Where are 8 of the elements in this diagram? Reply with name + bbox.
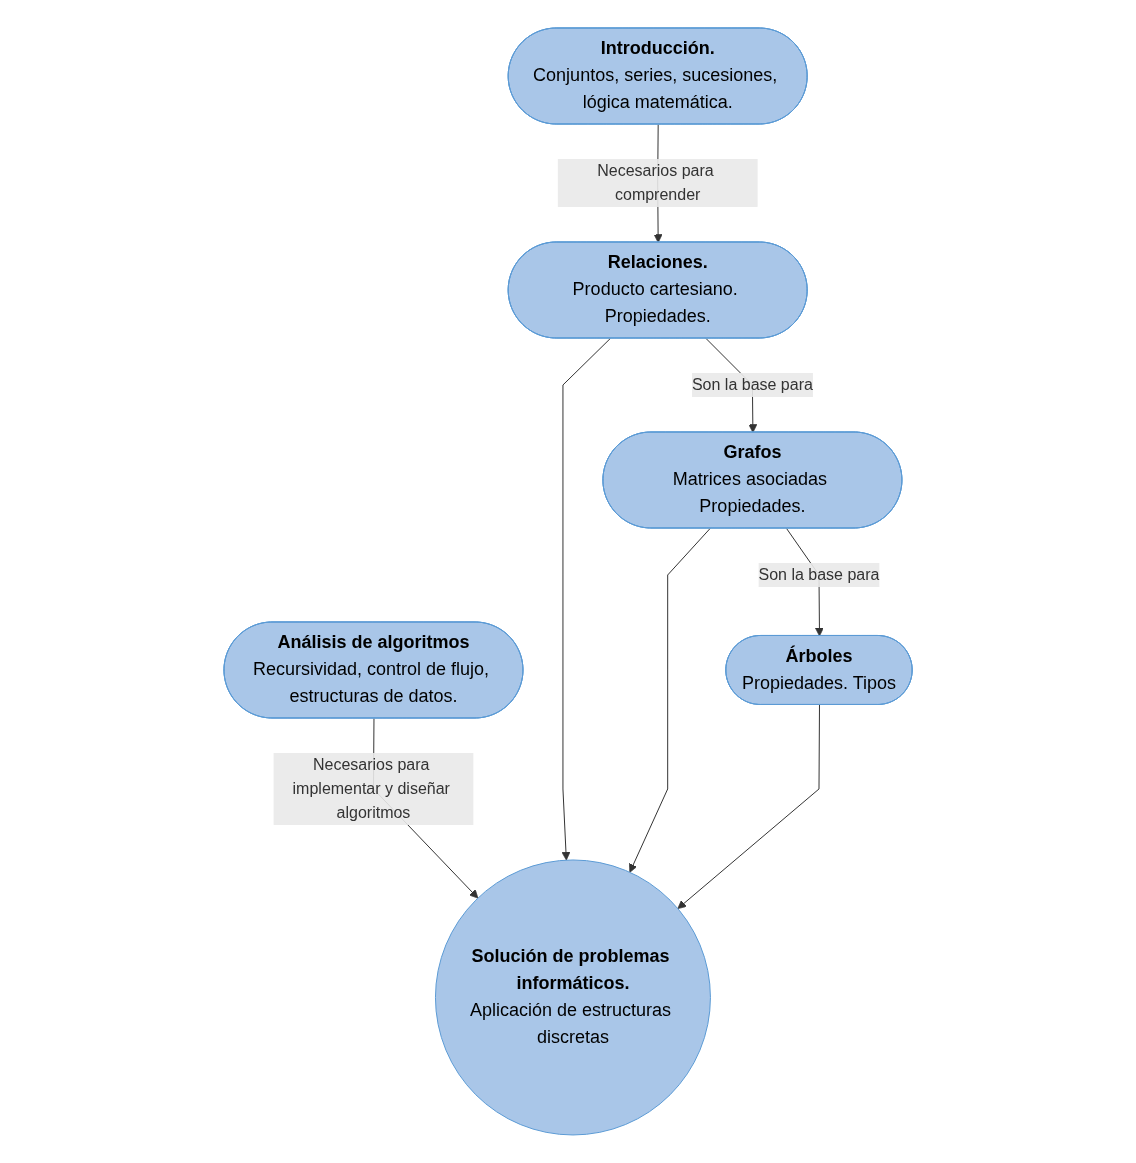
- node-circle: Solución de problemas informáticos. Aplicación de estructuras discretas: [434, 859, 711, 1136]
- edge-label: Son la base para: [691, 376, 813, 394]
- edge-label: Necesarios para comprender: [597, 162, 714, 204]
- edge-label: Necesarios para implementar y diseñar algoritmos: [292, 756, 450, 821]
- arrow: [561, 338, 611, 861]
- edge-label: Son la base para: [758, 566, 880, 583]
- arrow: [677, 704, 820, 909]
- arrow: [629, 528, 711, 873]
